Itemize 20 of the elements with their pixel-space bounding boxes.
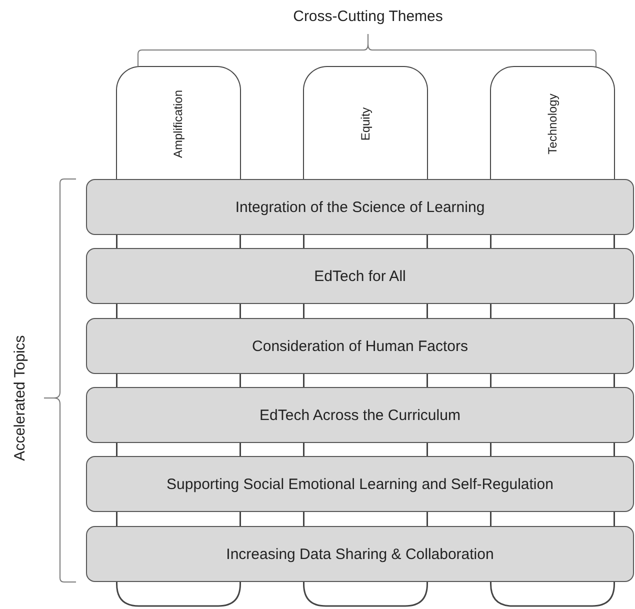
- theme-column: [303, 66, 428, 179]
- topic-band: [86, 526, 634, 582]
- theme-column: [490, 66, 615, 179]
- group-heading: Cross-Cutting Themes: [293, 8, 443, 25]
- topic-label: Integration of the Science of Learning: [235, 198, 485, 216]
- theme-label: Amplification: [172, 89, 186, 158]
- topic-label: Increasing Data Sharing & Collaboration: [226, 546, 494, 562]
- topic-band: [86, 318, 634, 374]
- topic-band: [86, 248, 634, 304]
- topic-band: [86, 179, 634, 235]
- group-heading: Accelerated Topics: [12, 335, 28, 461]
- topic-label: EdTech Across the Curriculum: [260, 406, 460, 424]
- topic-label: Consideration of Human Factors: [252, 338, 468, 354]
- topic-band: [86, 456, 634, 512]
- topic-label: Supporting Social Emotional Learning and Self-Regulation: [166, 476, 554, 492]
- theme-label: Equity: [358, 106, 372, 140]
- theme-column: [116, 66, 241, 179]
- topic-label: EdTech for All: [314, 268, 406, 284]
- theme-label: Technology: [546, 93, 560, 154]
- topic-band: [86, 387, 634, 443]
